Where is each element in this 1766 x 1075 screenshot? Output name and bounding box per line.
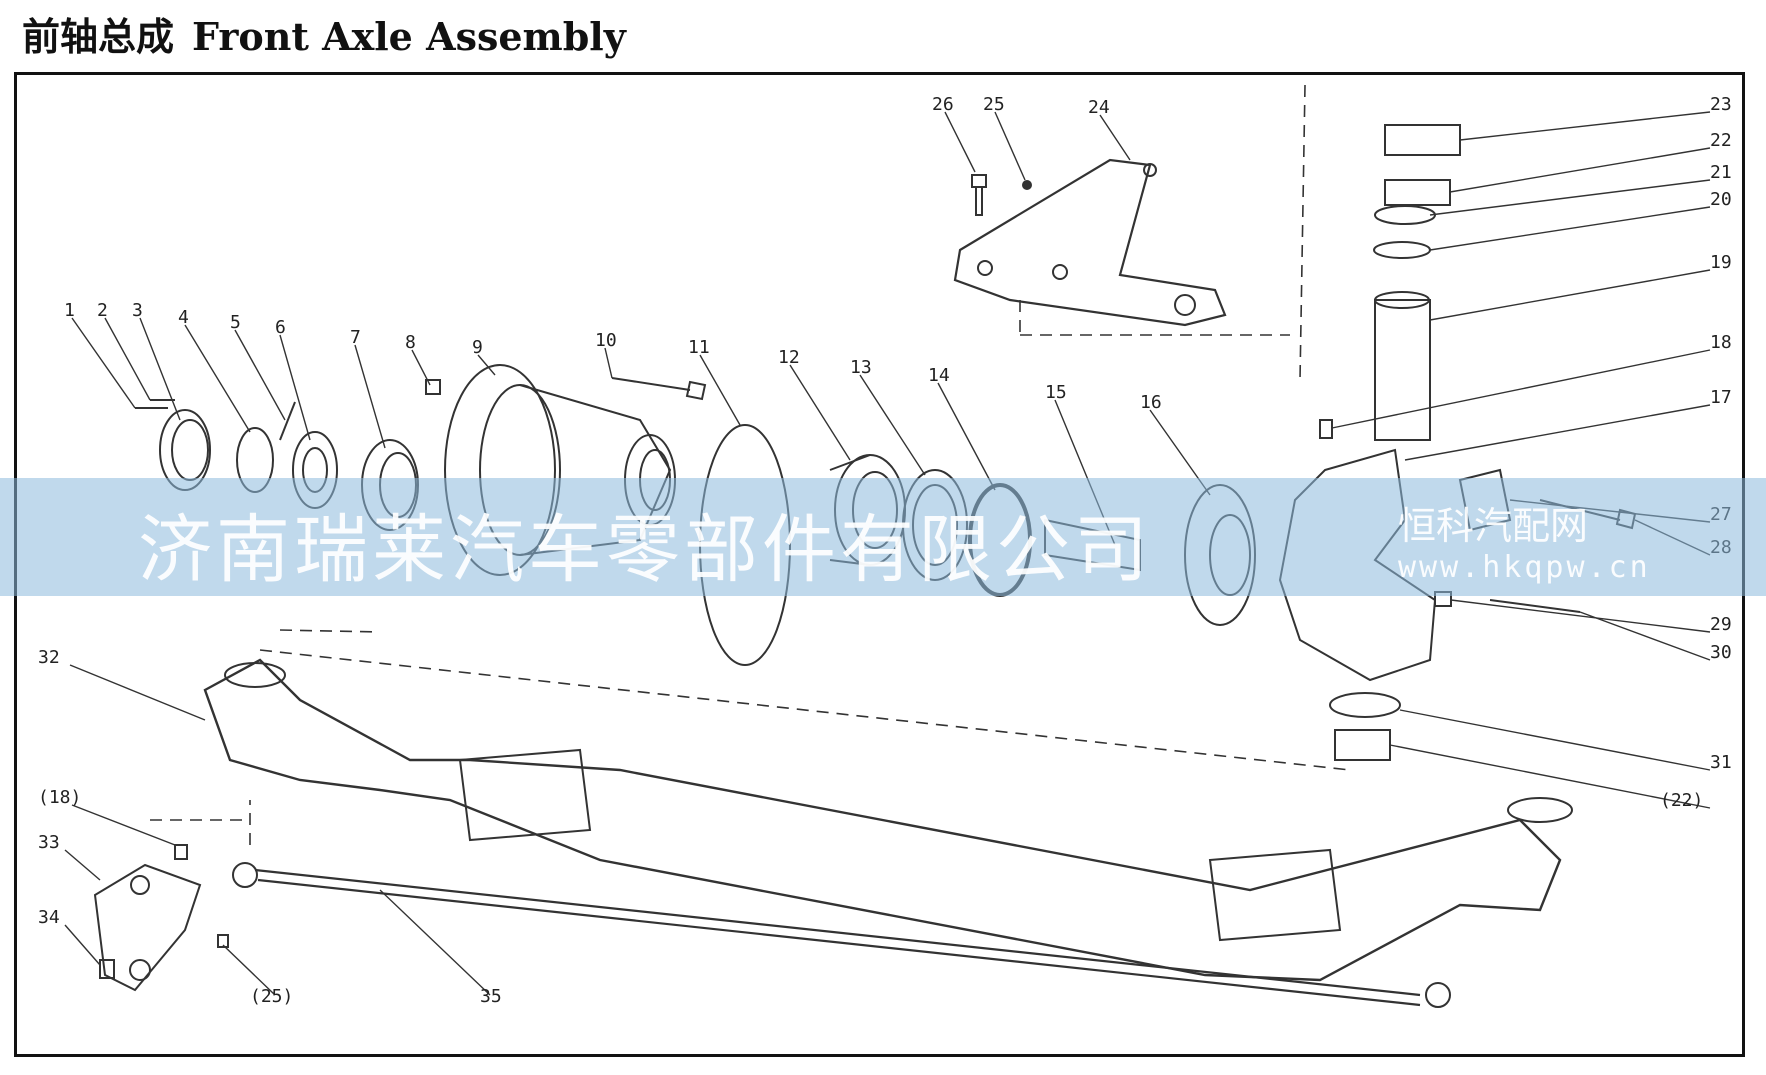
axle-beam-32 (203, 658, 1562, 982)
callout-25-ref: (25) (250, 986, 293, 1007)
bolt-30 (1489, 599, 1581, 613)
callout-5: 5 (230, 312, 241, 333)
watermark-company: 济南瑞莱汽车零部件有限公司 (138, 507, 1152, 593)
pin-18 (1319, 419, 1333, 439)
pin-25b (217, 934, 229, 948)
callout-18: 18 (1710, 332, 1732, 353)
bracket-24 (953, 158, 1227, 327)
ring-20 (1373, 241, 1431, 259)
callout-14: 14 (928, 365, 950, 386)
callout-32: 32 (38, 647, 60, 668)
kingpin-19 (1374, 299, 1431, 441)
callout-34: 34 (38, 907, 60, 928)
callout-25: 25 (983, 94, 1005, 115)
callout-13: 13 (850, 357, 872, 378)
callout-1: 1 (64, 300, 75, 321)
callout-22-ref: (22) (1660, 790, 1703, 811)
callout-17: 17 (1710, 387, 1732, 408)
callout-10: 10 (595, 330, 617, 351)
callout-15: 15 (1045, 382, 1067, 403)
bolt-5 (279, 401, 296, 441)
bushing-23 (1384, 124, 1461, 156)
callout-26: 26 (932, 94, 954, 115)
callout-11: 11 (688, 337, 710, 358)
title-chinese: 前轴总成 (22, 14, 175, 59)
callout-33: 33 (38, 832, 60, 853)
page-title: 前轴总成 Front Axle Assembly (22, 6, 626, 61)
pin-18b (174, 844, 188, 860)
callout-7: 7 (350, 327, 361, 348)
washer-21 (1374, 205, 1436, 225)
pin-25 (1022, 180, 1032, 190)
callout-3: 3 (132, 300, 143, 321)
callout-21: 21 (1710, 162, 1732, 183)
watermark-url: www.hkqpw.cn (1398, 550, 1651, 585)
callout-31: 31 (1710, 752, 1732, 773)
callout-29: 29 (1710, 614, 1732, 635)
bushing-8 (425, 379, 441, 395)
callout-2: 2 (97, 300, 108, 321)
callout-labels: 1 2 3 4 5 6 7 8 9 10 11 12 13 14 15 16 1… (38, 94, 1732, 1007)
assembly-guide-lines (150, 84, 1351, 845)
callout-24: 24 (1088, 97, 1110, 118)
callout-30: 30 (1710, 642, 1732, 663)
callout-23: 23 (1710, 94, 1732, 115)
bushing-22 (1384, 179, 1451, 206)
callout-4: 4 (178, 307, 189, 328)
steering-arm-33 (93, 863, 202, 992)
callout-19: 19 (1710, 252, 1732, 273)
callout-12: 12 (778, 347, 800, 368)
bolt-10 (611, 377, 707, 401)
callout-22: 22 (1710, 130, 1732, 151)
bolt-34 (99, 959, 115, 979)
watermark-site-name: 恒科汽配网 (1398, 504, 1589, 548)
title-english: Front Axle Assembly (192, 14, 626, 59)
bolt-26 (971, 174, 987, 216)
callout-35: 35 (480, 986, 502, 1007)
watermark-band (0, 478, 1766, 596)
callout-8: 8 (405, 332, 416, 353)
callout-18-ref: (18) (38, 787, 81, 808)
callout-9: 9 (472, 337, 483, 358)
callout-6: 6 (275, 317, 286, 338)
callout-20: 20 (1710, 189, 1732, 210)
thrust-bearing-31 (1329, 692, 1401, 718)
callout-16: 16 (1140, 392, 1162, 413)
tie-rod-35 (254, 868, 1421, 1007)
bushing-22b (1334, 729, 1391, 761)
